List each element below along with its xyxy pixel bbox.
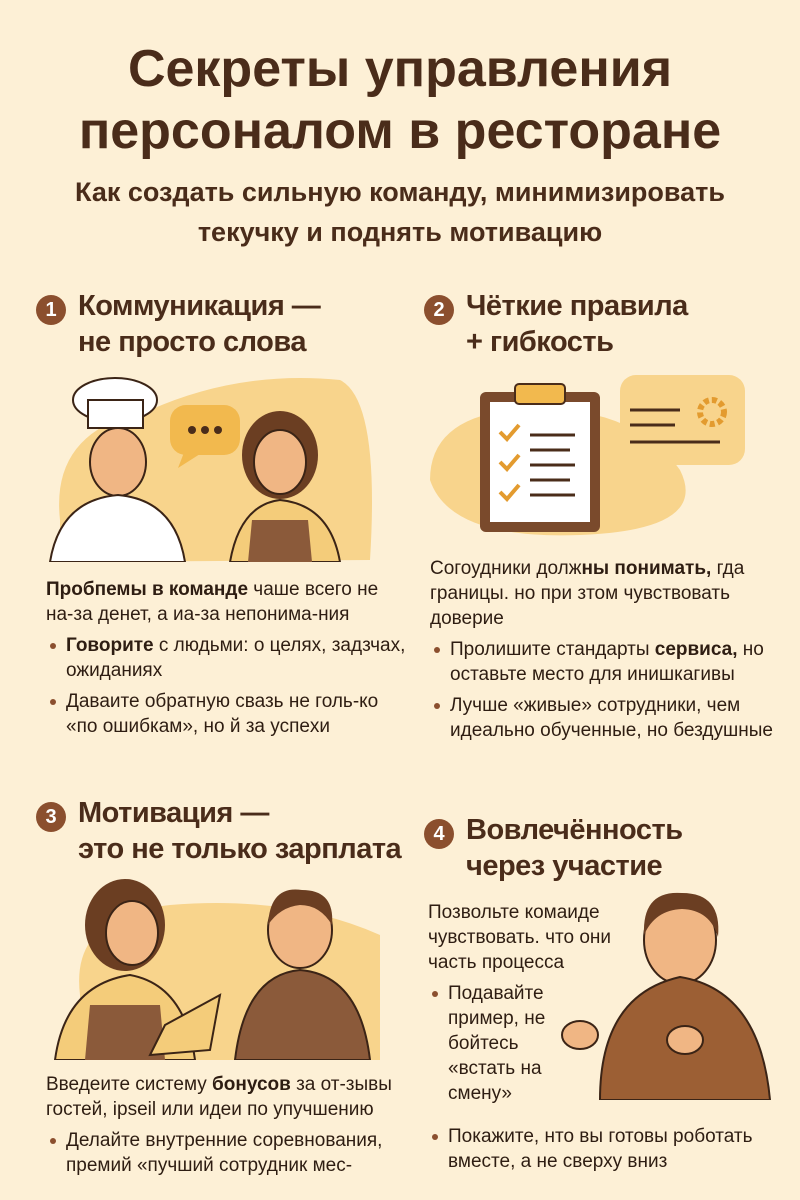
section-intro: Введеите систему бонусов за от-зывы гост…	[46, 1074, 392, 1120]
list-item: Делайте внутренние соревнования, премий …	[50, 1128, 416, 1178]
subtitle: Как создать сильную команду, минимизиров…	[0, 172, 800, 252]
page-title: Секреты управления персоналом в ресторан…	[0, 38, 800, 162]
section-title: Мотивация —это не только зарплата	[78, 797, 402, 865]
list-item: Покажите, нто вы готовы роботать вместе,…	[432, 1124, 790, 1174]
section-1-header: 1 Коммуникация —не просто слова	[36, 288, 321, 360]
section-intro: Позвольте комаиде чувствовать. что они ч…	[428, 902, 612, 973]
list-item: Пролишите стандарты сервиса, но оставьте…	[434, 637, 792, 687]
section-4-body: Покажите, нто вы готовы роботать вместе,…	[428, 1118, 790, 1180]
section-number: 3	[36, 802, 66, 832]
subtitle-line: текучку и поднять мотивацию	[197, 217, 603, 247]
title-line: персоналом в ресторане	[78, 102, 722, 160]
section-1-body: Пробпемы в команде чаше всего не на-за д…	[46, 577, 406, 745]
section-3-header: 3 Мотивация —это не только зарплата	[36, 795, 402, 867]
section-number: 1	[36, 295, 66, 325]
list-item: Лучше «живые» сотрудники, чем идеально о…	[434, 693, 792, 743]
section-number: 2	[424, 295, 454, 325]
list-item: Даваите обратную свазь не голь-ко «по ош…	[50, 689, 406, 739]
section-title: Коммуникация —не просто слова	[78, 290, 321, 358]
clipboard-checklist-illustration	[430, 375, 745, 536]
list-item: Подавайте пример, не бойтесь «встать на …	[432, 981, 566, 1106]
waitress-and-colleague-illustration	[53, 879, 380, 1060]
subtitle-line: Как создать сильную команду, минимизиров…	[75, 177, 725, 207]
section-2-header: 2 Чёткие правила+ гибкость	[424, 288, 688, 360]
section-number: 4	[424, 819, 454, 849]
section-3-body: Введеите систему бонусов за от-зывы гост…	[46, 1072, 416, 1184]
section-intro: Согоудники должны понимать, гда границы.…	[430, 558, 745, 629]
bullet-list: Говорите с людьми: о целях, задзчах, ожи…	[46, 633, 406, 739]
section-intro: Пробпемы в команде чаше всего не на-за д…	[46, 579, 379, 625]
list-item: Говорите с людьми: о целях, задзчах, ожи…	[50, 635, 406, 681]
bullet-list: Пролишите стандарты сервиса, но оставьте…	[430, 637, 792, 743]
bullet-list: Подавайте пример, не бойтесь «встать на …	[428, 981, 618, 1106]
section-title: Чёткие правила+ гибкость	[466, 290, 688, 358]
chef-and-waitress-illustration	[48, 377, 372, 562]
man-gesturing-illustration	[561, 892, 772, 1100]
title-line: Секреты управления	[127, 40, 673, 98]
section-2-body: Согоудники должны понимать, гда границы.…	[430, 556, 792, 749]
section-4-intro-block: Позвольте комаиде чувствовать. что они ч…	[428, 900, 618, 1112]
bullet-list: Делайте внутренние соревнования, премий …	[46, 1128, 416, 1178]
bullet-list: Покажите, нто вы готовы роботать вместе,…	[428, 1124, 790, 1174]
